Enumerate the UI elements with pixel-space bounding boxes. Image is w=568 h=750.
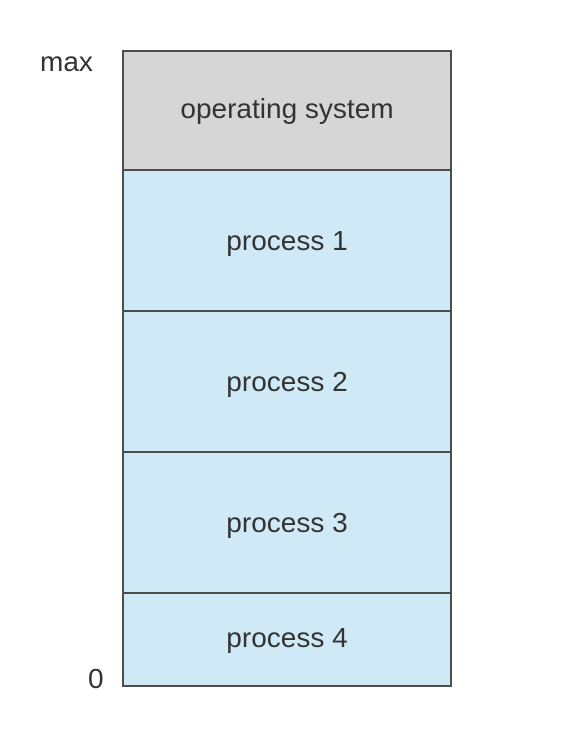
region-operating-system: operating system [124, 52, 450, 171]
memory-layout-diagram: operating system process 1 process 2 pro… [122, 50, 452, 687]
region-process-1: process 1 [124, 171, 450, 312]
region-process-4: process 4 [124, 594, 450, 685]
address-label-zero: 0 [88, 663, 104, 694]
address-label-max: max [40, 46, 93, 77]
region-process-3: process 3 [124, 453, 450, 594]
region-process-2: process 2 [124, 312, 450, 453]
